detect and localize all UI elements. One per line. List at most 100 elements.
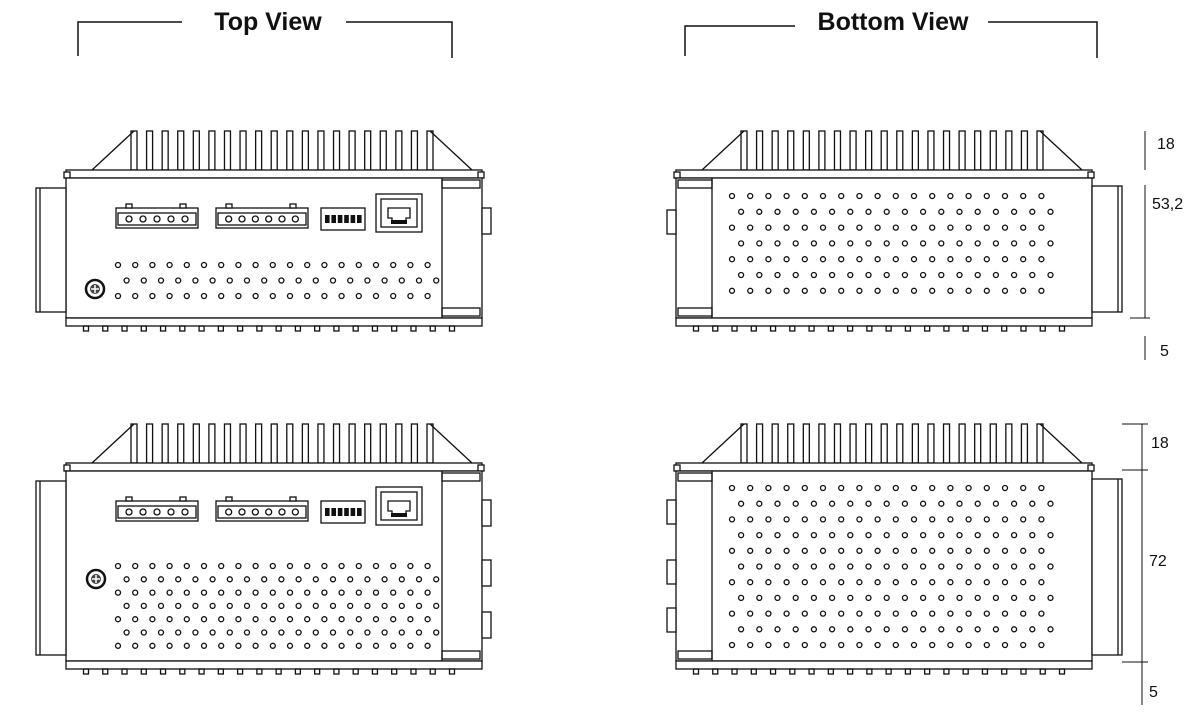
vent-hole — [765, 516, 772, 523]
foot-tab — [82, 668, 90, 675]
vent-hole — [1020, 224, 1027, 231]
vent-hole — [278, 576, 285, 583]
vent-hole — [956, 626, 963, 633]
vent-hole — [312, 602, 319, 610]
foot-tab — [333, 325, 340, 332]
vent-hole — [783, 224, 790, 231]
vent-hole — [747, 256, 754, 263]
vent-hole — [965, 610, 972, 617]
vent-hole — [747, 579, 754, 586]
vent-hole — [1038, 287, 1045, 294]
heatsink-fin — [927, 423, 935, 464]
dip-switch-body — [320, 500, 366, 524]
terminal-screw — [251, 215, 259, 223]
vent-hole — [947, 484, 954, 492]
vent-hole — [381, 602, 388, 610]
vent-hole — [856, 516, 863, 523]
vent-hole — [847, 626, 854, 633]
vent-hole — [947, 256, 954, 263]
heatsink-fin — [332, 130, 341, 171]
foot-tab — [981, 325, 989, 332]
vent-hole — [1001, 256, 1009, 263]
vent-hole — [992, 500, 1000, 507]
rail-end-cap — [477, 464, 485, 472]
vent-hole — [728, 610, 736, 617]
vent-hole — [372, 562, 380, 570]
heatsink-fin — [223, 130, 232, 171]
vent-hole — [1001, 516, 1009, 523]
terminal-inner — [117, 212, 197, 226]
vent-hole — [728, 224, 736, 231]
foot-tab — [333, 668, 340, 675]
vent-hole — [847, 563, 854, 570]
vent-hole — [312, 277, 319, 284]
vent-hole — [1029, 594, 1036, 602]
vent-hole — [728, 641, 736, 649]
vent-hole — [892, 547, 899, 554]
vent-hole — [774, 208, 781, 215]
heatsink-fin — [192, 423, 200, 464]
side-connector — [481, 611, 492, 639]
vent-hole — [883, 594, 890, 602]
vent-hole — [1047, 500, 1054, 507]
vent-hole — [828, 271, 836, 279]
vent-hole — [756, 626, 763, 633]
foot-tab — [731, 668, 738, 675]
heatsink-fin — [896, 423, 904, 464]
vent-hole — [929, 516, 936, 523]
terminal-screw — [265, 215, 273, 223]
vent-hole — [200, 616, 208, 623]
vent-hole — [1038, 256, 1045, 263]
heatsink-fin — [740, 130, 748, 171]
vent-hole — [286, 261, 294, 269]
vent-hole — [321, 642, 328, 649]
vent-hole — [252, 616, 259, 623]
vent-hole — [947, 610, 954, 617]
vent-hole — [226, 629, 233, 636]
relay-terminal-block — [215, 496, 309, 522]
heatsink-fin — [410, 423, 419, 464]
foot-tab — [692, 668, 700, 675]
terminal-screw — [291, 215, 299, 223]
foot-tab — [712, 668, 719, 675]
heatsink-fin — [286, 423, 294, 464]
vent-hole — [983, 256, 990, 263]
foot-tab — [314, 325, 321, 332]
vent-hole — [983, 641, 990, 649]
fin-slant-right — [1039, 130, 1083, 171]
heatsink-fin — [364, 423, 372, 464]
vent-hole — [965, 516, 972, 523]
vent-hole — [192, 629, 199, 636]
dimension-lines — [1122, 131, 1150, 705]
vent-hole — [175, 277, 182, 284]
foot-tab — [236, 668, 244, 675]
vent-hole — [140, 629, 147, 636]
terminal-inner — [117, 505, 197, 519]
vent-hole — [747, 192, 754, 200]
vent-hole — [269, 642, 276, 649]
heatsink-fin — [1036, 130, 1044, 171]
vent-hole — [938, 531, 945, 539]
vent-hole — [157, 602, 165, 610]
vent-hole — [175, 576, 182, 583]
vent-hole — [123, 576, 130, 583]
vent-hole — [910, 641, 918, 649]
dip-switch-toggle — [344, 508, 349, 516]
heatsink-fin — [818, 423, 826, 464]
dip-switch-toggle — [325, 215, 330, 223]
vent-hole — [1038, 610, 1045, 617]
vent-hole — [209, 277, 216, 284]
vent-hole — [847, 208, 854, 215]
foot-tab — [294, 325, 302, 332]
din-clip-panel — [35, 480, 67, 656]
vent-hole — [1001, 192, 1009, 200]
vent-hole — [756, 208, 763, 215]
heatsink-fin — [787, 130, 795, 171]
vent-hole — [1010, 594, 1018, 602]
vent-hole — [192, 576, 199, 583]
vent-hole — [856, 547, 863, 554]
vent-hole — [1047, 240, 1054, 247]
vent-hole — [801, 516, 808, 523]
vent-hole — [965, 579, 972, 586]
